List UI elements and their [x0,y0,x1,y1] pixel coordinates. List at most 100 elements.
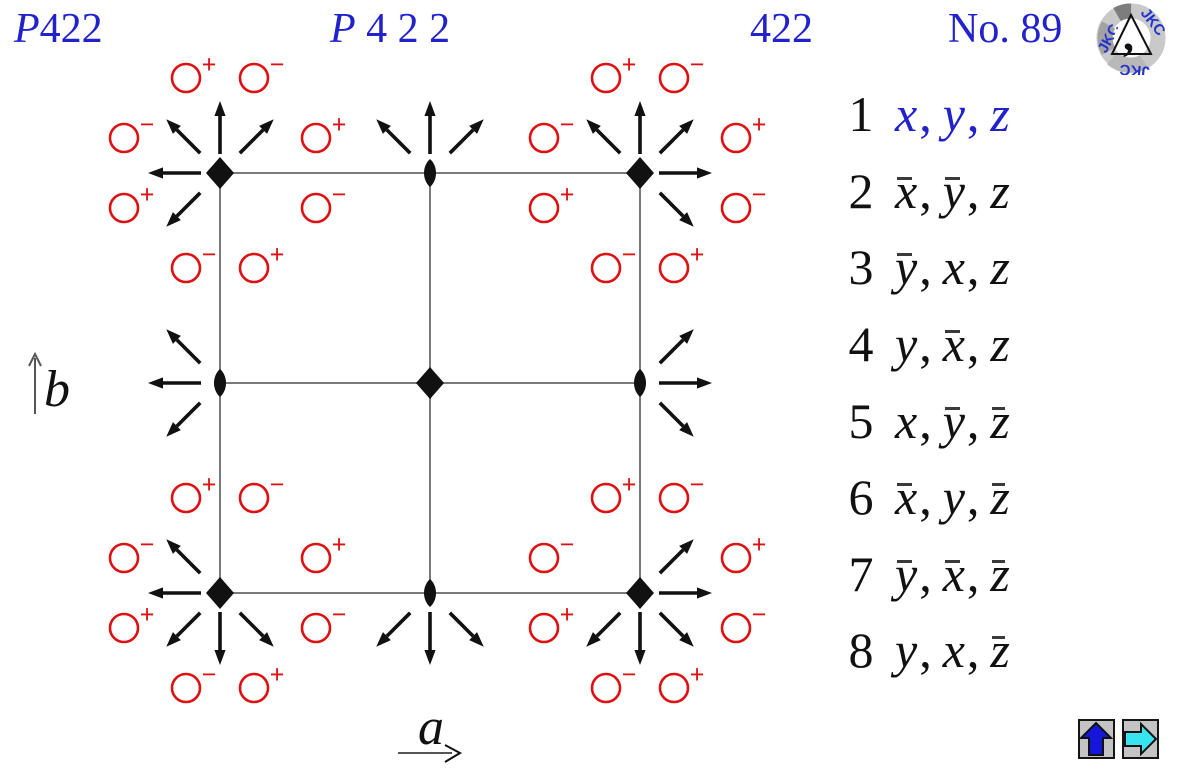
general-position-circle [170,672,202,704]
twofold-arrow-shaft [175,338,202,365]
variable: z [990,162,1010,219]
twofold-arrow-shaft [175,128,202,155]
twofold-arrow-head [424,650,436,665]
operation-number: 1 [848,86,874,143]
height-sign: − [332,180,347,209]
general-position-circle [590,482,622,514]
height-sign: − [690,50,705,79]
general-position-circle [108,122,140,154]
height-sign: + [202,50,217,79]
general-position-circle [658,252,690,284]
twofold-arrow-shaft [595,611,622,638]
height-sign: − [752,180,767,209]
twofold-arrow-head [166,539,181,554]
general-position-circle [170,482,202,514]
general-position-circle [528,122,560,154]
twofold-arrow-head [424,101,436,116]
general-position-circle [528,192,560,224]
height-sign: − [622,240,637,269]
variable-barred: x [942,316,965,373]
variable-barred: z [990,622,1010,679]
separator: , [966,622,980,679]
height-sign: − [202,240,217,269]
twofold-arrow-shaft [385,611,412,638]
twofold-arrow-shaft [595,128,622,155]
space-group-number: No. 89 [948,6,1063,52]
b-axis: b [28,351,70,418]
variable: z [990,239,1010,296]
separator: , [919,239,932,296]
operation-number: 6 [848,469,874,526]
variable: y [895,622,918,679]
separator: , [966,316,980,373]
space-group-symbol-short: P422 [14,6,103,52]
general-position-circle [528,612,560,644]
variable: y [895,316,918,373]
general-position-circle [238,672,270,704]
jkc-logo[interactable]: JKC JKC JKC , [1084,1,1180,75]
height-sign: + [560,600,575,629]
twofold-arrow-shaft [238,128,265,155]
general-position-circle [528,542,560,574]
separator: , [919,316,932,373]
separator: , [966,469,980,526]
twofold-arrow-shaft [658,548,685,575]
twofold-arrow-shaft [658,401,685,428]
nav-next-button[interactable] [1122,719,1159,759]
twofold-arrow-shaft [658,128,685,155]
twofold-arrow-shaft [658,611,685,638]
height-sign: + [752,110,767,139]
height-sign: − [202,660,217,689]
twofold-arrow-head [166,422,181,437]
twofold-arrow-head [679,329,694,344]
logo-comma: , [1123,11,1134,60]
twofold-arrow-head [679,539,694,554]
b-axis-label: b [44,361,70,418]
general-position-circle [720,612,752,644]
general-position-circle [658,672,690,704]
fourfold-axis-symbol [416,367,444,399]
variable-barred: x [895,162,918,219]
general-position-circle [300,542,332,574]
separator: , [966,392,980,449]
twofold-arrow-head [166,119,181,134]
twofold-arrow-head [586,632,601,647]
general-position-circle [238,252,270,284]
twofold-arrow-head [469,119,484,134]
logo-ring [1096,3,1166,73]
a-axis-label: a [418,699,444,756]
height-sign: + [560,180,575,209]
general-position-circle [590,672,622,704]
height-sign: + [202,470,217,499]
twofold-arrow-head [166,632,181,647]
logo-triangle [1110,12,1153,55]
variable: y [942,469,965,526]
twofold-arrow-head [469,632,484,647]
twofold-arrow-head [214,101,226,116]
general-position-circle [590,252,622,284]
twofold-arrow-shaft [175,401,202,428]
right-arrow-icon [1124,721,1157,757]
twofold-arrow-head [259,632,274,647]
general-position-circle [108,192,140,224]
nav-up-button[interactable] [1078,719,1115,759]
general-position-circle [108,542,140,574]
separator: , [919,86,932,143]
variable-barred: x [895,469,918,526]
separator: , [919,622,932,679]
height-sign: + [140,600,155,629]
twofold-arrow-head [148,167,163,179]
height-sign: + [270,660,285,689]
fourfold-axis-symbol [626,577,654,609]
height-sign: − [560,110,575,139]
variable-barred: z [990,392,1010,449]
